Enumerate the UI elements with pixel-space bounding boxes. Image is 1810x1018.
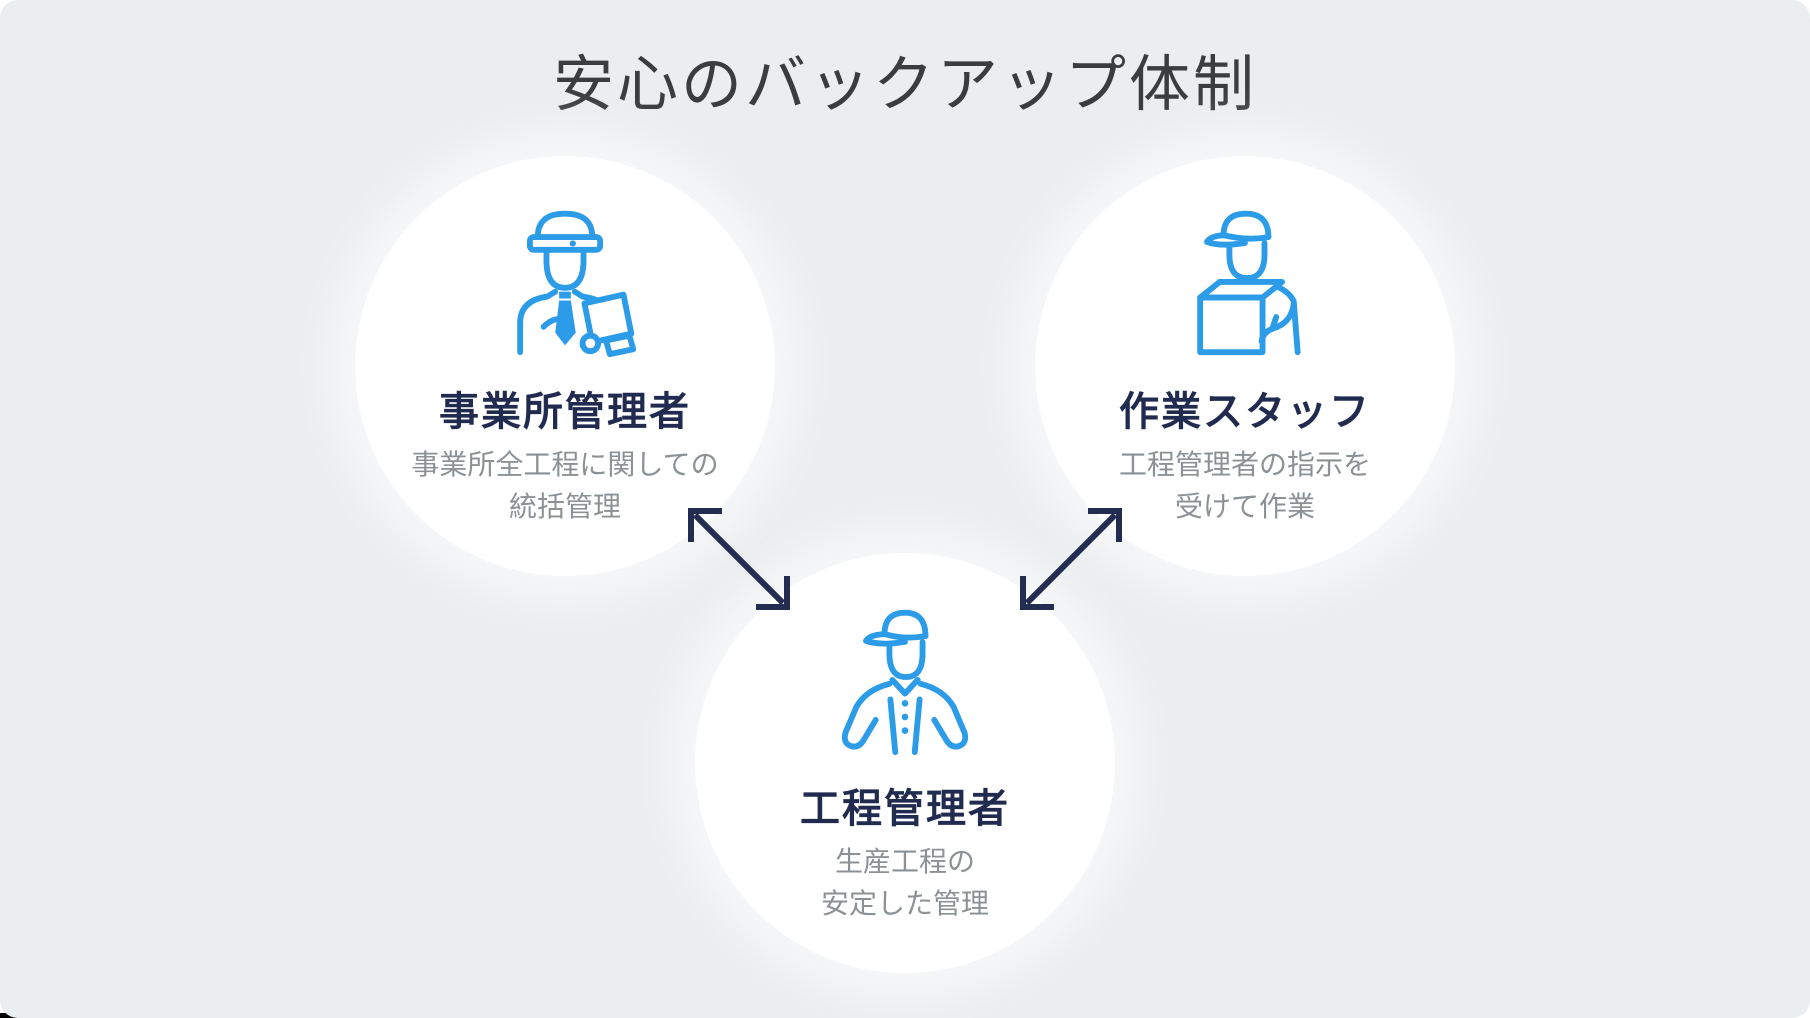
capped-worker-icon [819,599,991,755]
node-title-work-staff: 作業スタッフ [1119,390,1371,434]
staff-with-box-icon-svg [1197,210,1301,356]
node-process-manager: 工程管理者 生産工程の 安定した管理 [695,553,1115,973]
node-title-office-manager: 事業所管理者 [439,390,691,434]
page-title: 安心のバックアップ体制 [552,50,1257,118]
staff-with-box-icon [1167,202,1323,358]
node-title-process-manager: 工程管理者 [800,787,1010,831]
node-desc-work-staff: 工程管理者の指示を 受けて作業 [1119,444,1371,528]
helmet-manager-icon [487,202,643,358]
node-desc-line1: 生産工程の [834,846,975,877]
node-desc-process-manager: 生産工程の 安定した管理 [821,841,989,925]
helmet-manager-icon-svg [517,210,637,358]
node-desc-line2: 統括管理 [508,491,621,522]
node-desc-line1: 事業所全工程に関しての [411,449,719,480]
node-desc-line2: 受けて作業 [1174,491,1315,522]
arrow-office-manager-process-manager [688,508,790,610]
node-office-manager: 事業所管理者 事業所全工程に関しての 統括管理 [355,156,775,576]
node-work-staff: 作業スタッフ 工程管理者の指示を 受けて作業 [1035,156,1455,576]
arrow-work-staff-process-manager [1020,508,1122,610]
node-desc-office-manager: 事業所全工程に関しての 統括管理 [411,444,718,528]
capped-worker-icon-svg [841,609,969,755]
node-desc-line1: 工程管理者の指示を [1118,449,1371,480]
node-desc-line2: 安定した管理 [820,888,989,919]
